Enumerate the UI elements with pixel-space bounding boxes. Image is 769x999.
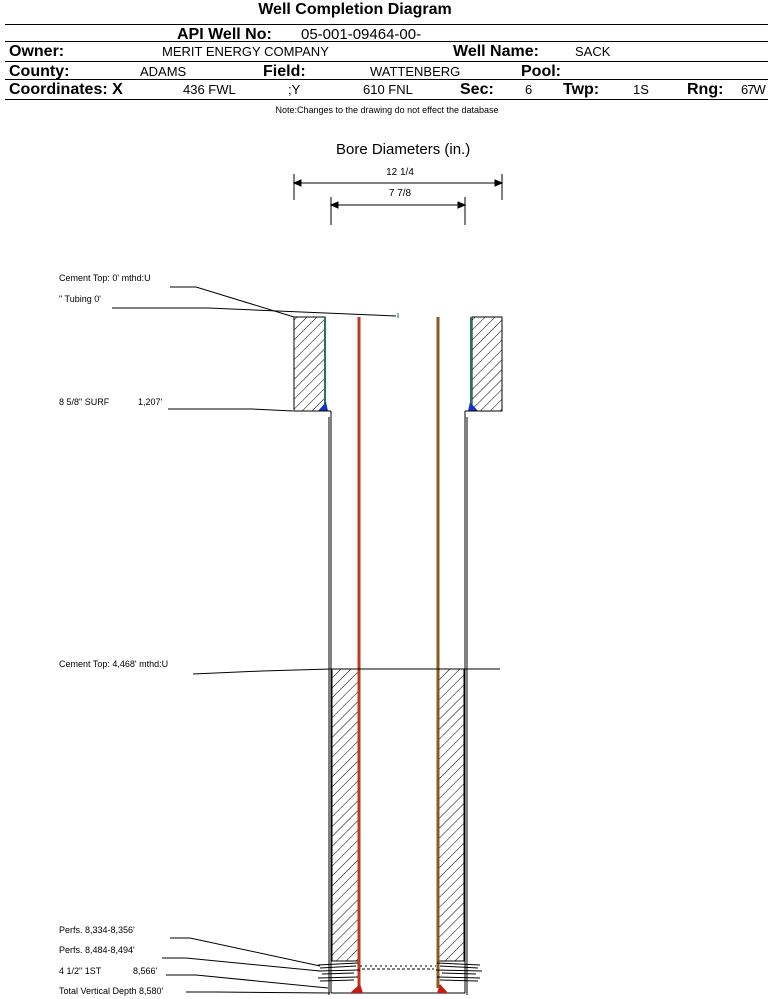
tubing-strings [357,313,440,988]
annotation-total-depth: Total Vertical Depth 8,580' [59,986,164,996]
annotation-surface-casing: 8 5/8" SURF [59,397,110,407]
api-label: API Well No: [177,26,272,43]
bore-diameters-title: Bore Diameters (in.) [336,141,471,158]
owner-label: Owner: [9,43,65,60]
outer-diameter-label: 12 1/4 [386,167,414,178]
annotation-cement-top-surface: Cement Top: 0' mthd:U [59,273,151,283]
coordinate-y-value: 610 FNL [363,82,413,97]
annotation-tubing: " Tubing 0' [59,294,101,304]
production-hole [294,410,502,995]
rng-label: Rng: [687,81,724,98]
coordinate-y-label: ;Y [288,82,301,97]
header-row-api: API Well No: 05-001-09464-00- [5,24,768,44]
api-value: 05-001-09464-00- [301,26,422,43]
dimension-lines [292,174,504,225]
rng-value: 67W [741,82,766,97]
bottom-plugs [350,984,448,993]
field-value: WATTENBERG [370,64,461,79]
sec-label: Sec: [460,81,494,98]
county-value: ADAMS [140,64,187,79]
surface-casing [318,317,478,411]
coordinates-label: Coordinates: X [9,81,123,98]
twp-label: Twp: [563,81,600,98]
owner-value: MERIT ENERGY COMPANY [162,44,329,59]
well-name-label: Well Name: [453,43,539,60]
twp-value: 1S [633,82,649,97]
annotation-perfs-2: Perfs. 8,484-8,494' [59,945,135,955]
annotation-production-casing-depth: 8,566' [133,966,158,976]
county-label: County: [9,63,70,80]
sec-value: 6 [525,82,533,97]
header-row-county: County: ADAMS Field: WATTENBERG Pool: [5,61,768,81]
annotation-cement-top-production: Cement Top: 4,468' mthd:U [59,659,169,669]
perforations [317,962,483,982]
annotation-production-casing: 4 1/2" 1ST [59,966,102,976]
field-label: Field: [263,63,306,80]
coordinate-x-value: 436 FWL [183,82,236,97]
surface-cement [293,316,503,412]
annotation-surface-casing-depth: 1,207' [138,397,163,407]
leader-lines [112,286,500,994]
annotation-perfs-1: Perfs. 8,334-8,356' [59,925,135,935]
diagram-title: Well Completion Diagram [258,1,452,18]
pool-label: Pool: [521,63,561,80]
production-cement [331,668,465,962]
database-note: Note:Changes to the drawing do not effec… [275,105,499,115]
inner-diameter-label: 7 7/8 [388,188,412,199]
header-row-coordinates: Coordinates: X 436 FWL ;Y 610 FNL Sec: 6… [5,79,768,100]
header-row-owner: Owner: MERIT ENERGY COMPANY Well Name: S… [5,41,768,61]
well-name-value: SACK [575,44,611,59]
